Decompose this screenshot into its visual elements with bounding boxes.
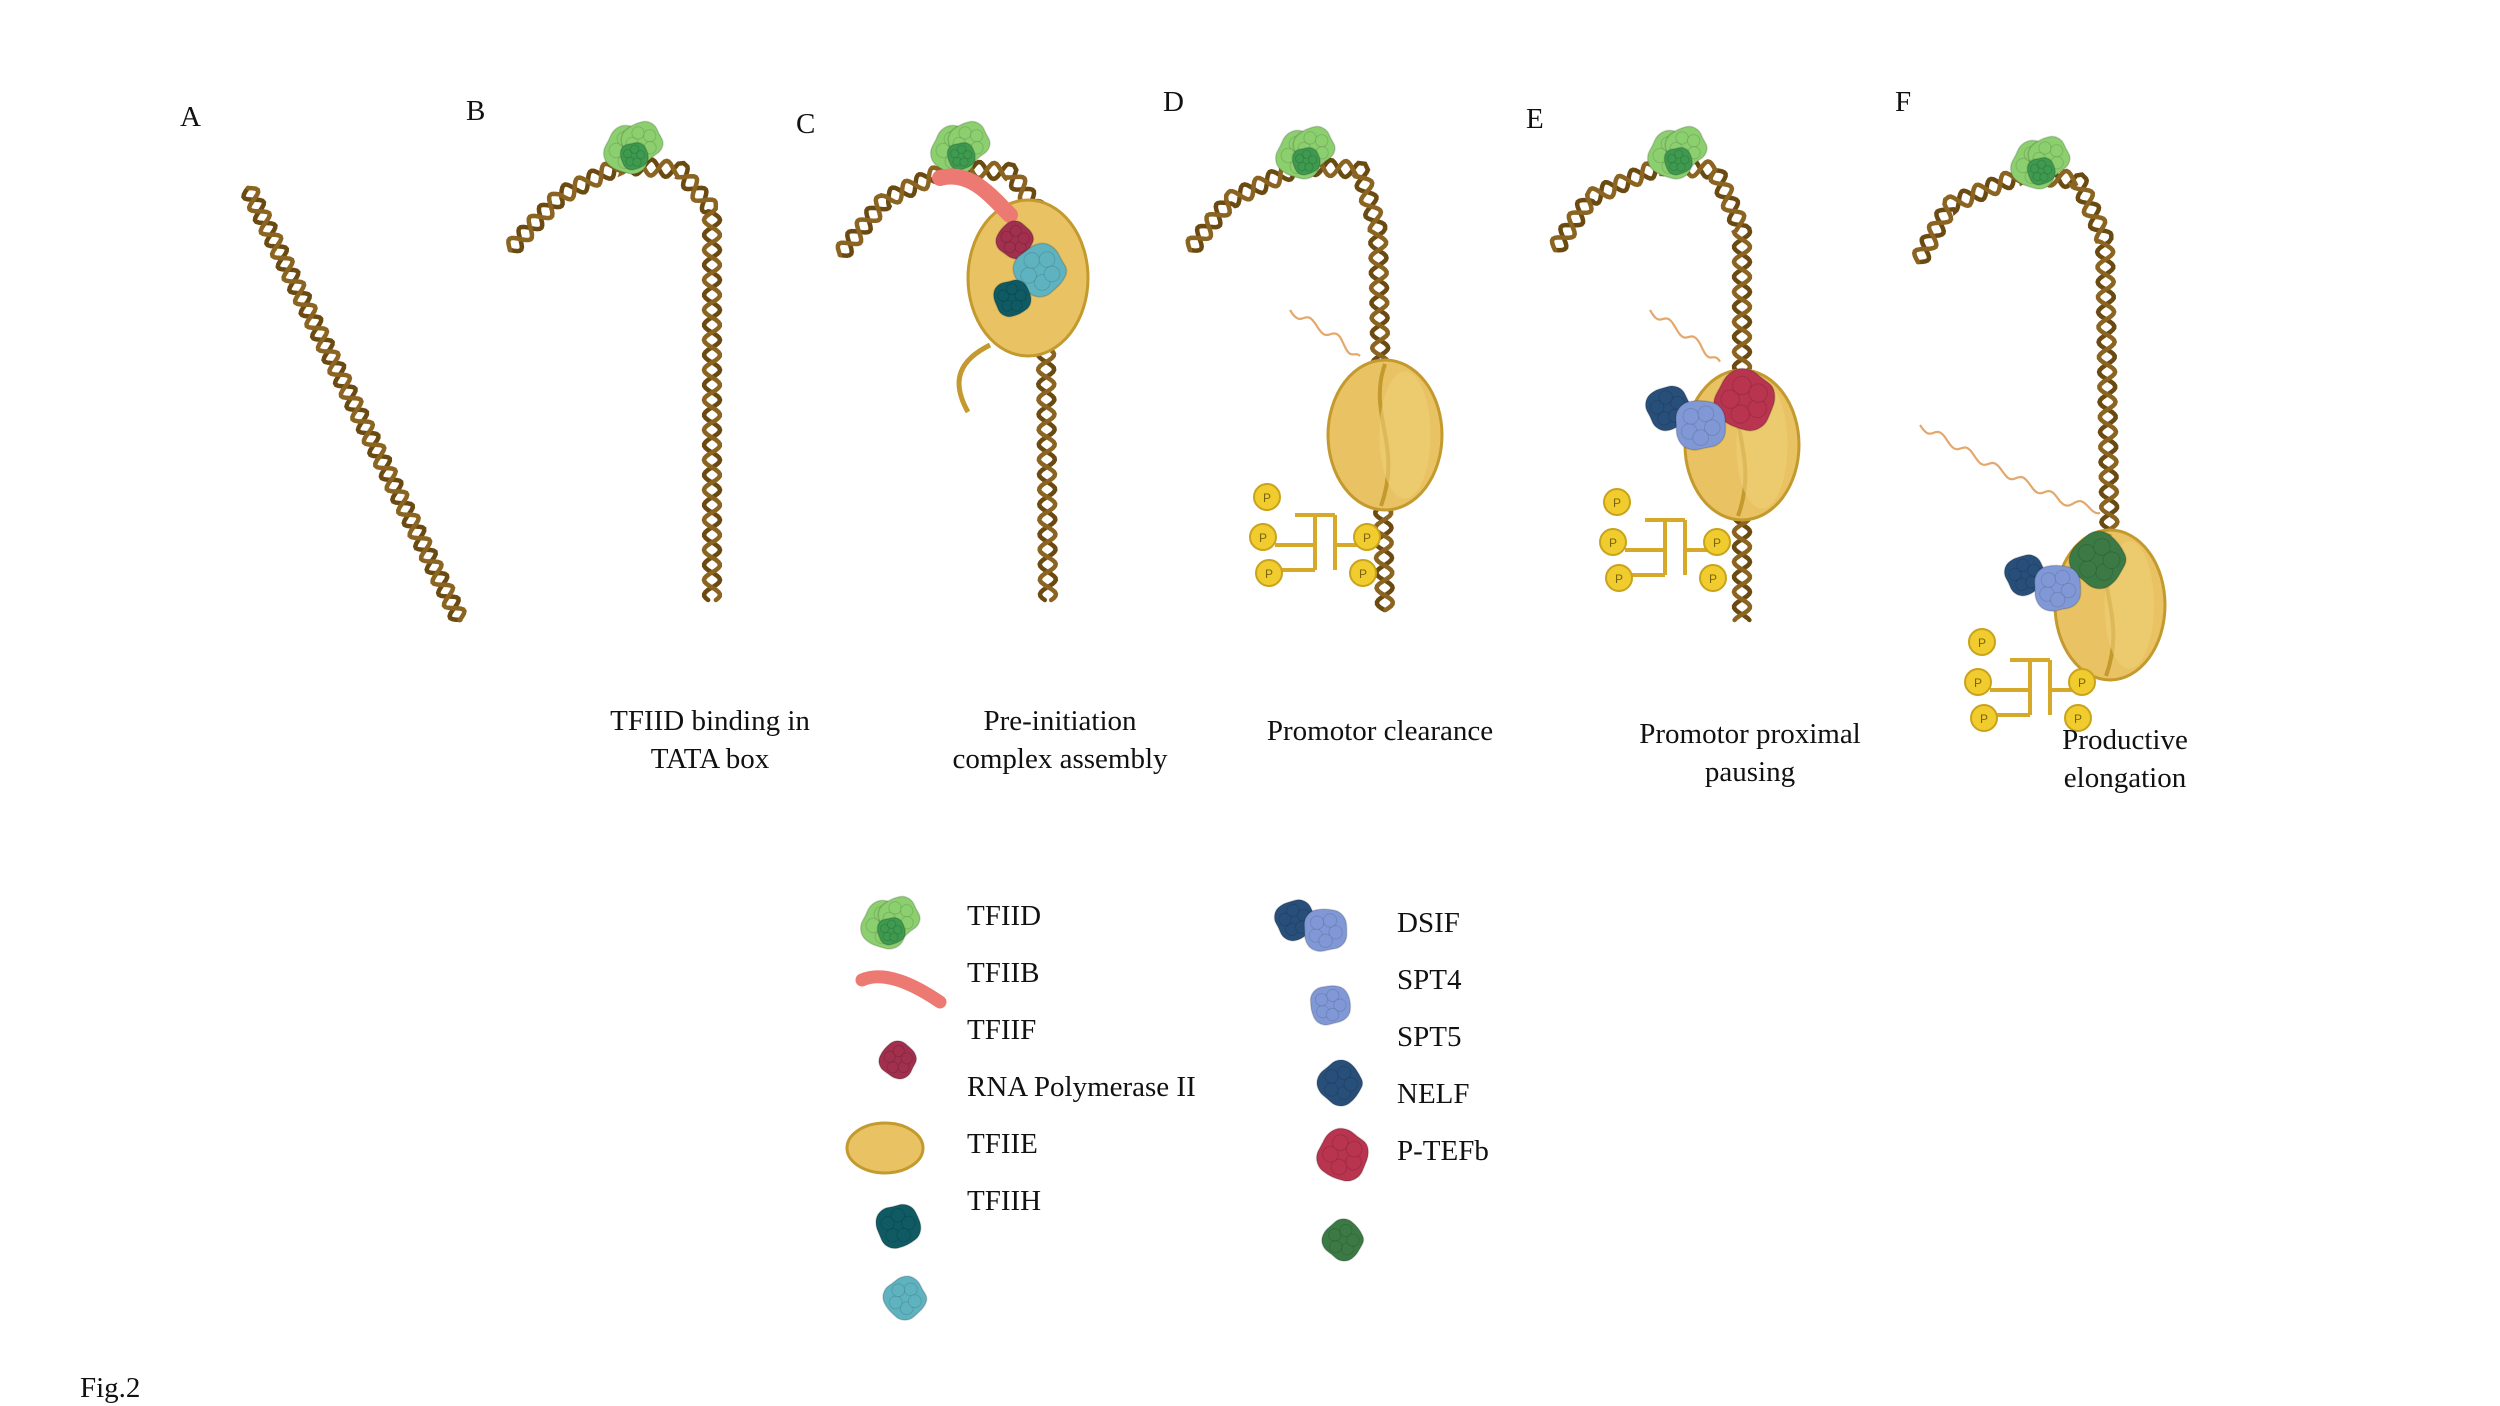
panel-d-ctd: P P P P P <box>1249 483 1381 587</box>
svg-text:P: P <box>1363 531 1371 545</box>
svg-text:P: P <box>1263 491 1271 505</box>
legend-icon-tfiib <box>855 970 947 1009</box>
svg-text:P: P <box>1713 536 1721 550</box>
caption-productive-elongation: Productive elongation <box>2062 724 2188 794</box>
legend-label-tfiif: TFIIF <box>967 1014 1037 1046</box>
panel-e-rna <box>1649 309 1721 363</box>
panel-d-rna <box>1289 309 1361 357</box>
svg-text:P: P <box>1709 572 1717 586</box>
legend-icon-spt5 <box>1309 984 1352 1026</box>
panel-b-tfiid <box>602 120 664 175</box>
panel-d-pol2 <box>1326 358 1444 512</box>
legend-label-dsif: DSIF <box>1397 907 1460 939</box>
panel-e-dsif <box>1675 399 1727 451</box>
legend-label-tfiib: TFIIB <box>967 957 1040 989</box>
svg-text:P: P <box>1974 676 1982 690</box>
legend-icon-tfiie <box>875 1203 922 1250</box>
legend-icon-tfiid <box>859 895 921 950</box>
legend-label-rna-pol2: RNA Polymerase II <box>967 1071 1196 1103</box>
svg-text:P: P <box>1259 531 1267 545</box>
dna-layer <box>241 155 2121 623</box>
legend-label-spt4: SPT4 <box>1397 964 1462 996</box>
panel-c-tfiid <box>929 120 991 175</box>
panel-c-pol2-tail <box>956 342 992 414</box>
legend-label-ptefb: P-TEFb <box>1397 1135 1489 1167</box>
legend-label-tfiid: TFIID <box>967 900 1042 932</box>
panel-e-ctd: P P P P P <box>1599 488 1731 592</box>
svg-text:P: P <box>1613 496 1621 510</box>
caption-promotor-clearance: Promotor clearance <box>1266 715 1494 747</box>
panel-c-tfiie <box>992 279 1032 318</box>
panel-f-tfiid <box>2009 135 2071 190</box>
legend-icon-dsif <box>1273 899 1348 953</box>
legend-icon-green-factor <box>1321 1218 1365 1262</box>
panel-c-tfiih <box>1012 242 1068 298</box>
svg-text:P: P <box>2078 676 2086 690</box>
panel-d-tfiid <box>1274 125 1336 180</box>
legend-label-tfiih: TFIIH <box>967 1185 1042 1217</box>
svg-text:P: P <box>2074 712 2082 726</box>
dna-strand-b <box>506 155 723 603</box>
svg-text:P: P <box>1978 636 1986 650</box>
dna-strand-a <box>241 185 467 623</box>
panel-e-tfiid <box>1646 125 1708 180</box>
dna-strand-f <box>1911 165 2121 563</box>
panel-letter-f: F <box>1895 86 1912 118</box>
svg-text:P: P <box>1980 712 1988 726</box>
legend-icon-tfiih <box>882 1275 928 1321</box>
legend-label-spt5: SPT5 <box>1397 1021 1462 1053</box>
caption-pic-assembly: Pre-initiation complex assembly <box>952 705 1168 775</box>
panel-f-rna <box>1919 424 2101 515</box>
legend-label-nelf: NELF <box>1397 1078 1470 1110</box>
legend-icons <box>845 895 1370 1321</box>
svg-text:P: P <box>1359 567 1367 581</box>
legend-label-tfiie: TFIIE <box>967 1128 1038 1160</box>
panel-c-tfiib <box>932 168 1018 223</box>
caption-tfiid-binding: TFIID binding in TATA box <box>610 705 810 775</box>
legend-icon-ptefb <box>1315 1127 1370 1182</box>
panel-f-ctd: P P P P P <box>1964 628 2096 732</box>
caption-proximal-pausing: Promotor proximal pausing <box>1639 718 1861 788</box>
panel-f-dsif <box>2033 564 2082 612</box>
svg-text:P: P <box>1265 567 1273 581</box>
svg-text:P: P <box>1615 572 1623 586</box>
svg-text:P: P <box>1609 536 1617 550</box>
protein-layer: P P P P P P P P P P P P P P P <box>602 120 2167 732</box>
figure-label: Fig.2 <box>80 1372 141 1404</box>
panel-e-ptefb <box>1713 367 1776 432</box>
legend-icon-nelf <box>1316 1059 1364 1107</box>
panel-c-tfiif <box>995 220 1035 260</box>
panel-letter-b: B <box>466 95 486 127</box>
legend-icon-rna-pol2 <box>845 1121 925 1175</box>
panel-f-green-factor <box>2068 530 2127 590</box>
panel-letter-a: A <box>180 101 201 133</box>
legend-icon-tfiif <box>878 1040 918 1080</box>
panel-letter-c: C <box>796 108 816 140</box>
panel-letter-d: D <box>1163 86 1184 118</box>
panel-letter-e: E <box>1526 103 1544 135</box>
